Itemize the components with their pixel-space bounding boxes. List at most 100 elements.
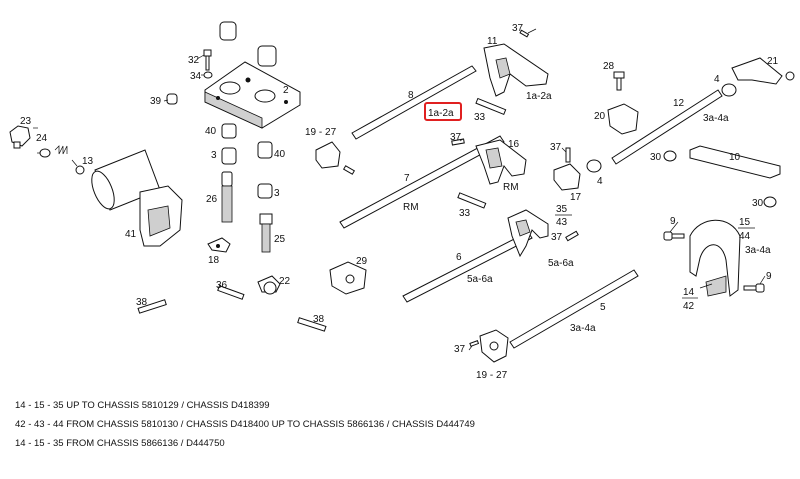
spacer-part-40-left	[221, 123, 237, 139]
label-15: 15	[739, 217, 751, 228]
label-10: 10	[729, 152, 741, 163]
label-9-top: 9	[670, 216, 676, 227]
shift-rail-part-6	[402, 231, 533, 303]
ball-part-13	[75, 165, 85, 175]
shift-rail-part-12	[611, 89, 723, 165]
label-37-top: 37	[512, 23, 524, 34]
block-part-20	[607, 103, 639, 135]
label-26: 26	[206, 194, 218, 205]
label-40-right: 40	[274, 149, 286, 160]
plate-part-10	[689, 145, 781, 179]
bushing-part-4-top	[721, 83, 737, 97]
label-5: 5	[600, 302, 606, 313]
label-3a4a-12: 3a-4a	[703, 113, 729, 124]
label-33-mid: 33	[459, 208, 471, 219]
selector-part-17	[553, 147, 581, 191]
label-41: 41	[125, 229, 137, 240]
shift-rail-part-8	[351, 65, 477, 140]
label-44: 44	[739, 231, 751, 242]
label-9-bottom: 9	[766, 271, 772, 282]
label-1a2a-fork: 1a-2a	[526, 91, 552, 102]
label-40-left: 40	[205, 126, 217, 137]
shifter-housing-part-2	[204, 21, 301, 129]
leader-lines	[33, 28, 766, 351]
label-42: 42	[683, 301, 695, 312]
label-38-mid: 38	[313, 314, 325, 325]
fork-part-16	[475, 139, 527, 185]
label-3a4a-5: 3a-4a	[570, 323, 596, 334]
spring-part-24	[54, 145, 68, 155]
plug-part-23	[9, 125, 31, 149]
label-14: 14	[683, 287, 695, 298]
label-5a6a-35: 5a-6a	[548, 258, 574, 269]
label-38-left: 38	[136, 297, 148, 308]
bolt-part-9-bottom	[743, 283, 765, 293]
block-part-19-27-bottom	[479, 329, 509, 363]
label-7: 7	[404, 173, 410, 184]
label-22: 22	[279, 276, 291, 287]
clip-part-22	[257, 275, 281, 295]
fork-part-11	[483, 43, 549, 97]
bracket-part-14-15	[689, 219, 741, 297]
note-line: 14 - 15 - 35 FROM CHASSIS 5866136 / D444…	[15, 438, 225, 449]
washer-part-24	[39, 148, 51, 158]
label-13: 13	[82, 156, 94, 167]
block-part-19-27-top	[315, 141, 356, 175]
label-1a2a-shaft: 1a-2a	[428, 108, 454, 119]
label-11: 11	[487, 36, 498, 47]
part-labels: 2 32 34 39 40 3 26 40 3 25 23 24 13 41 1…	[20, 23, 779, 381]
label-37-right: 37	[551, 232, 563, 243]
label-19-27-top: 19 - 27	[305, 127, 337, 138]
pin-part-38-mid	[297, 317, 327, 332]
label-6: 6	[456, 252, 462, 263]
washer-part-34	[203, 71, 213, 79]
label-39: 39	[150, 96, 162, 107]
label-37-mid: 37	[450, 132, 462, 143]
label-rm-7: RM	[403, 202, 419, 213]
note-line: 42 - 43 - 44 FROM CHASSIS 5810130 / CHAS…	[15, 419, 475, 430]
label-32: 32	[188, 55, 200, 66]
label-3a4a-15: 3a-4a	[745, 245, 771, 256]
label-25: 25	[274, 234, 286, 245]
label-34: 34	[190, 71, 202, 82]
spacer-part-3-right	[257, 141, 273, 159]
pin-part-33-mid	[457, 192, 487, 209]
label-29: 29	[356, 256, 368, 267]
label-19-27-bottom: 19 - 27	[476, 370, 508, 381]
pin-part-36	[217, 285, 245, 300]
label-4-top: 4	[714, 74, 720, 85]
label-37-bottom: 37	[454, 344, 466, 355]
label-30-bottom: 30	[752, 198, 764, 209]
bolt-part-28	[613, 71, 625, 91]
label-23: 23	[20, 116, 32, 127]
label-21: 21	[767, 56, 779, 67]
shift-rail-part-5	[509, 269, 639, 349]
label-8: 8	[408, 90, 414, 101]
label-28: 28	[603, 61, 615, 72]
clip-part-18	[207, 237, 231, 253]
label-3-right: 3	[274, 188, 280, 199]
lever-part-21	[731, 57, 795, 85]
label-18: 18	[208, 255, 220, 266]
rod-part-26	[221, 171, 233, 223]
label-rm-16: RM	[503, 182, 519, 193]
label-33-top: 33	[474, 112, 486, 123]
label-30-top: 30	[650, 152, 662, 163]
label-3-left: 3	[211, 150, 217, 161]
label-17: 17	[570, 192, 582, 203]
washer-part-30-bottom	[763, 196, 777, 208]
plug-part-39	[166, 93, 178, 105]
label-43: 43	[556, 217, 568, 228]
highlight-box-1a-2a	[424, 102, 462, 121]
block-part-29	[329, 261, 367, 295]
note-line: 14 - 15 - 35 UP TO CHASSIS 5810129 / CHA…	[15, 400, 270, 411]
chassis-notes: 14 - 15 - 35 UP TO CHASSIS 5810129 / CHA…	[15, 396, 475, 453]
pin-part-33-top	[475, 97, 507, 116]
label-24: 24	[36, 133, 48, 144]
pin-part-37-right	[565, 230, 579, 242]
fork-part-35	[507, 209, 549, 258]
bolt-part-32	[203, 49, 212, 71]
label-5a6a-6: 5a-6a	[467, 274, 493, 285]
spacer-part-3-left	[221, 147, 237, 165]
